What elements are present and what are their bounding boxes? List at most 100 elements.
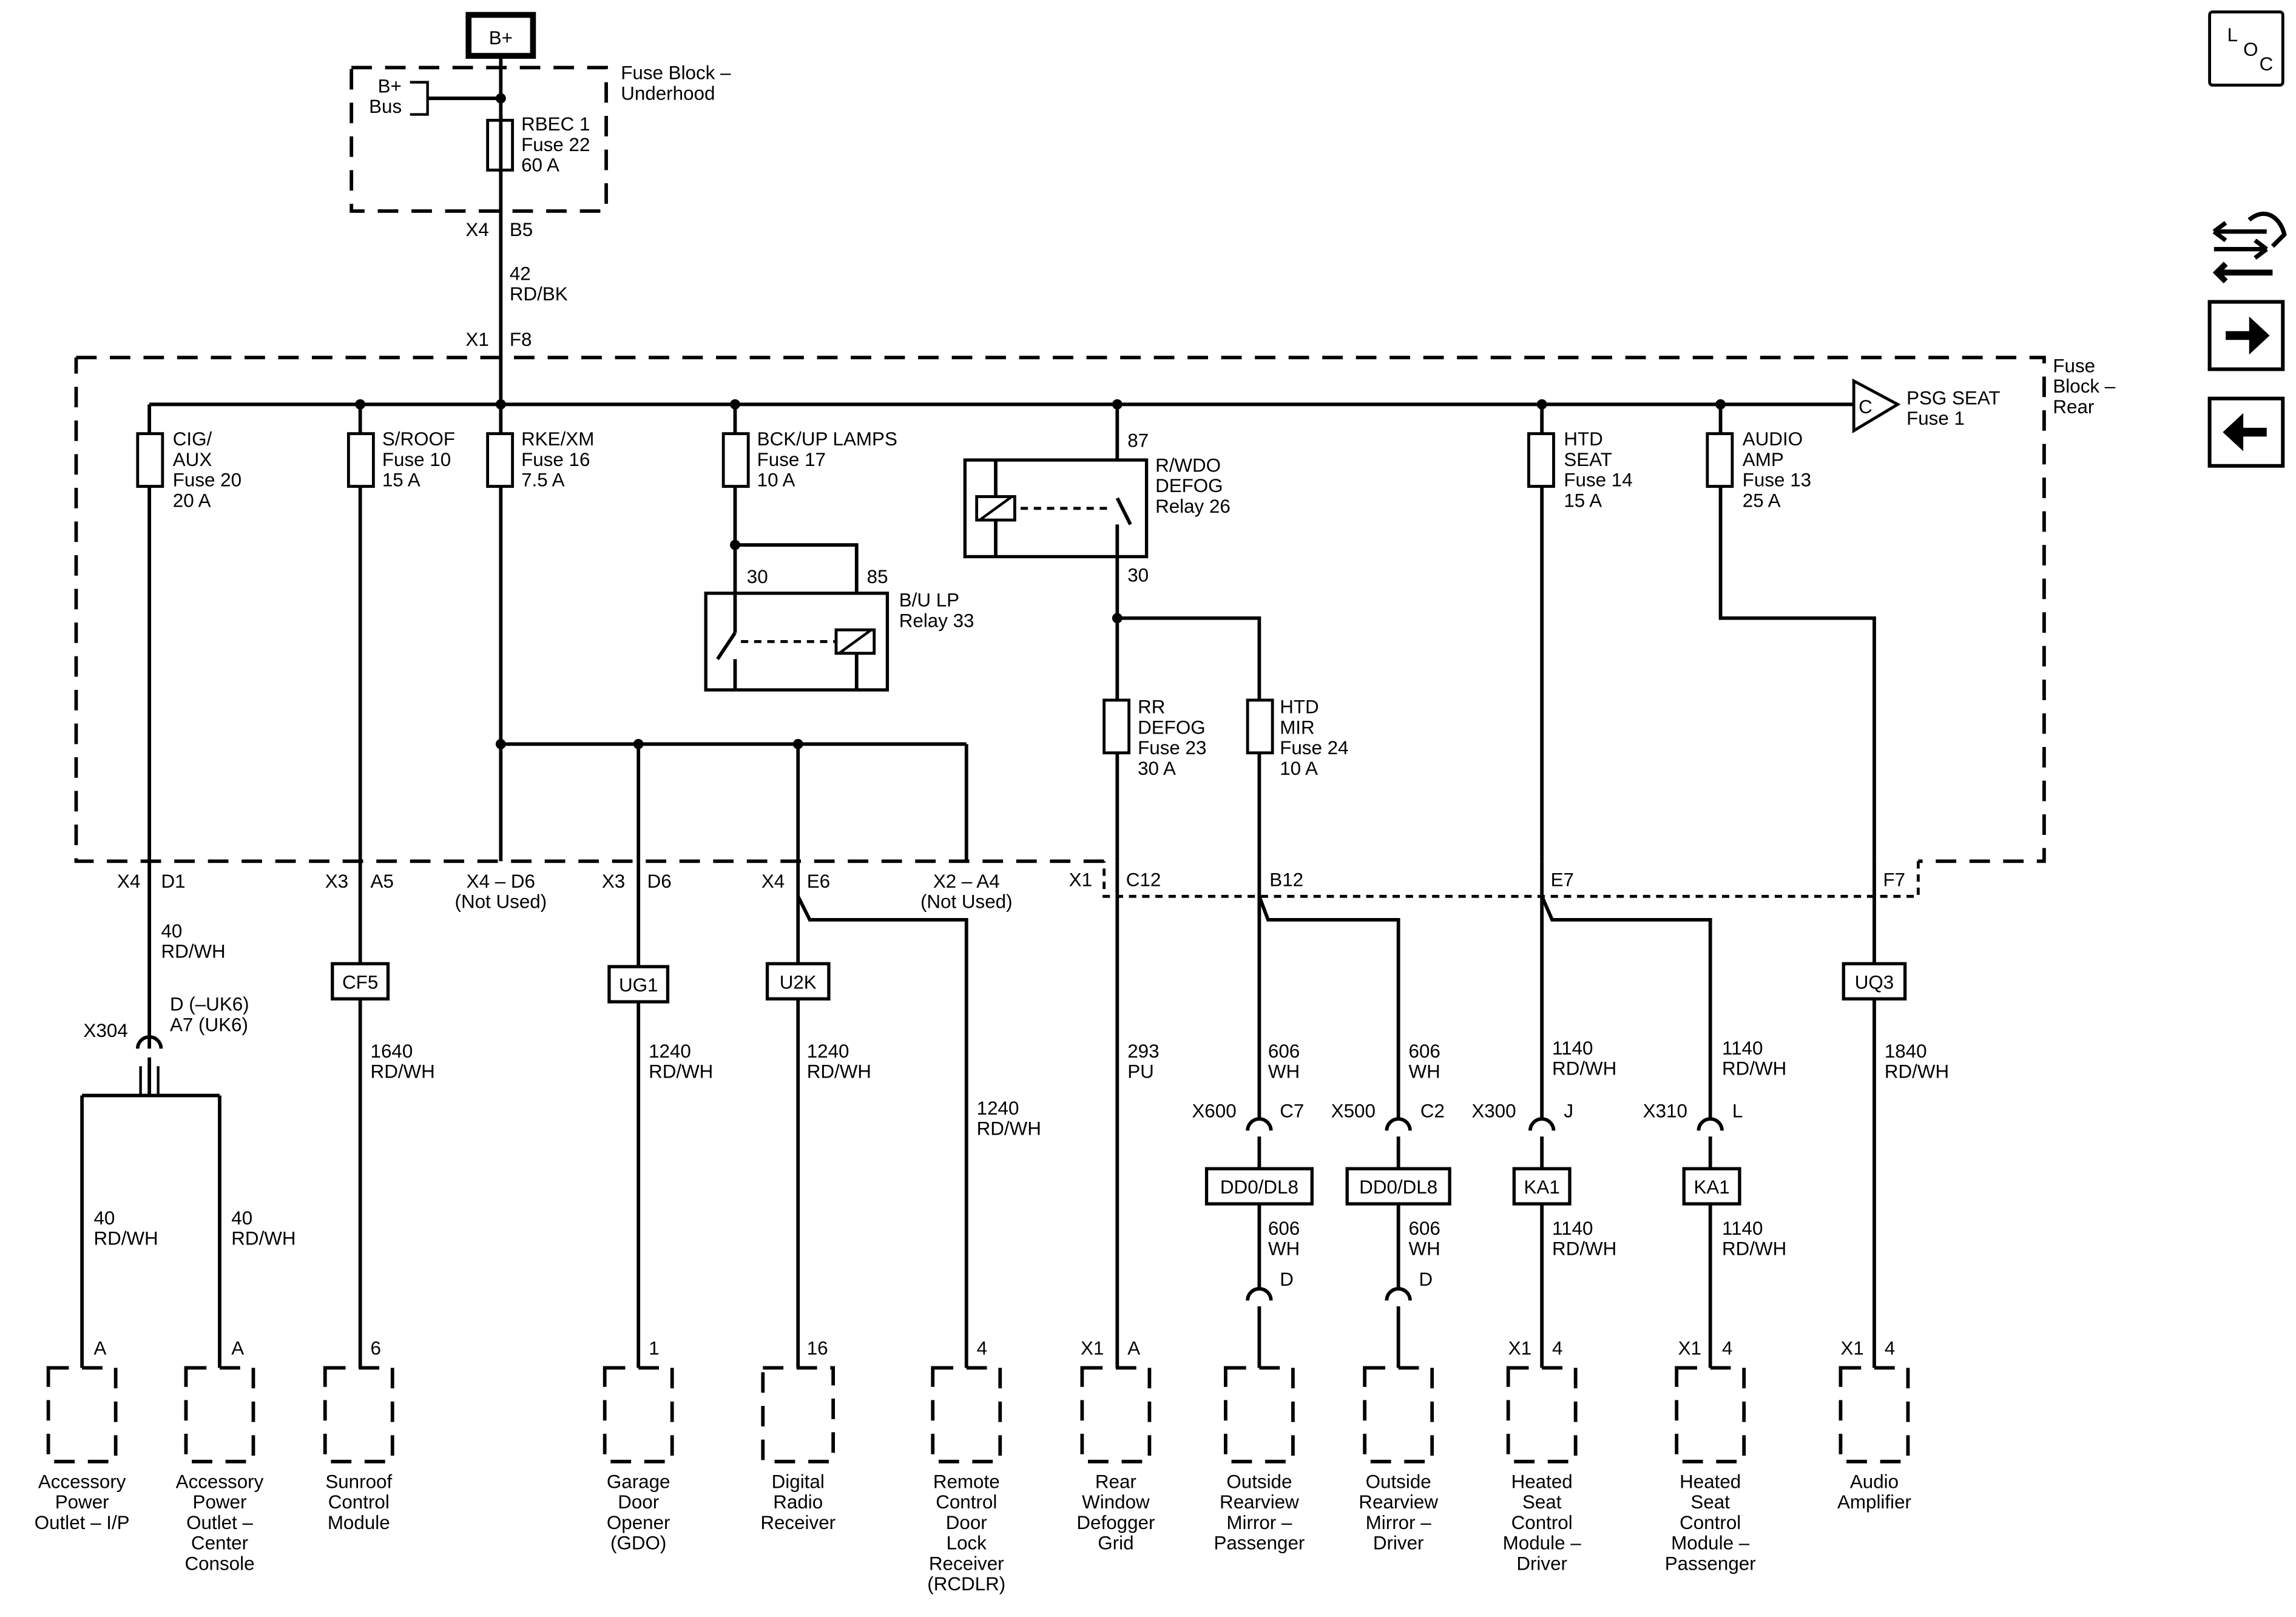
wire-1140-p-num: 1140 xyxy=(1722,1038,1763,1059)
rear-fuse-block xyxy=(76,356,2046,863)
next-page-button[interactable] xyxy=(2207,300,2285,371)
fuse-rrdefog-4: 30 A xyxy=(1138,758,1176,779)
bulp-coil-mark xyxy=(838,629,873,655)
loc-o: O xyxy=(2243,39,2258,60)
arrow-right-icon xyxy=(2226,316,2270,355)
fuse-rrdefog-2: DEFOG xyxy=(1138,717,1206,738)
sunroof-l3: Module xyxy=(328,1512,390,1533)
mirror-driver-l3: Mirror – xyxy=(1366,1512,1432,1533)
x304-pin-1: D (–UK6) xyxy=(170,994,249,1015)
wire-1140-p2-num: 1140 xyxy=(1722,1218,1763,1239)
bc-e7: E7 xyxy=(1551,869,1574,890)
pin-amp: 4 xyxy=(1885,1338,1895,1359)
comp-box-sunroof xyxy=(323,1366,394,1463)
fuse-audio-3: Fuse 13 xyxy=(1743,470,1811,491)
rcdlr-l6: (RCDLR) xyxy=(927,1573,1005,1595)
wire-40-num: 40 xyxy=(161,920,182,942)
outlet-cc-l3: Outlet – xyxy=(186,1512,253,1533)
bulp-label-2: Relay 33 xyxy=(899,610,974,631)
bc-x4-d6-a: X4 – D6 xyxy=(467,871,535,892)
outlet-ip-l2: Power xyxy=(55,1491,109,1513)
mirror-pass-d-connector xyxy=(1246,1287,1273,1301)
audio-amp-wire xyxy=(1718,404,1876,862)
seat-pass-l1: Heated xyxy=(1680,1471,1741,1492)
loc-button[interactable]: L O C xyxy=(2208,10,2284,87)
rear-fuse-block-left xyxy=(74,357,1104,863)
rbec1-label-3: 60 A xyxy=(521,155,559,176)
wire-606-d2-num: 606 xyxy=(1409,1218,1440,1239)
wire-1140-p2-col: RD/WH xyxy=(1722,1238,1786,1260)
wire-1140-d2-col: RD/WH xyxy=(1552,1238,1616,1260)
bc-x3-d6-b: D6 xyxy=(647,871,672,892)
radio-l3: Receiver xyxy=(760,1512,836,1533)
bulp-pin-30: 30 xyxy=(747,566,768,587)
conn-x1: X1 xyxy=(465,329,488,350)
bc-x3-d6-a: X3 xyxy=(602,871,625,892)
label-outlet-ip: Accessory Power Outlet – I/P xyxy=(35,1471,130,1533)
fuse-rr-defog xyxy=(1102,698,1131,755)
rcdlr-l1: Remote xyxy=(933,1471,1000,1492)
pin-outlet-ip: A xyxy=(93,1338,106,1359)
fuse-cig-2: AUX xyxy=(173,449,212,470)
pin-radio: 16 xyxy=(807,1338,828,1359)
x600-label: X600 xyxy=(1192,1101,1236,1122)
seat-driver-l1: Heated xyxy=(1511,1471,1573,1492)
x300-pin: J xyxy=(1564,1101,1573,1122)
seat-pass-l2: Seat xyxy=(1690,1491,1730,1513)
option-cf5 xyxy=(331,962,390,1001)
underhood-block-label-1: Fuse Block – xyxy=(621,62,731,84)
sunroof-l1: Sunroof xyxy=(325,1471,392,1492)
arrow-left-icon xyxy=(2223,413,2267,451)
fuse-cig-4: 20 A xyxy=(173,490,211,511)
wire-40-cc-col: RD/WH xyxy=(231,1228,295,1249)
comp-box-seat-driver xyxy=(1506,1366,1578,1463)
seat-driver-l2: Seat xyxy=(1522,1491,1562,1513)
wire-1140-p-col: RD/WH xyxy=(1722,1058,1786,1079)
defog-switch-blade xyxy=(1115,497,1132,525)
pin-seat-p-conn: X1 xyxy=(1678,1338,1701,1359)
mirror-driver-l4: Driver xyxy=(1373,1533,1424,1554)
rbec1-label-2: Fuse 22 xyxy=(521,134,590,155)
underhood-fuse-block xyxy=(349,66,608,213)
option-u2k xyxy=(765,962,831,1001)
loc-l: L xyxy=(2227,24,2238,46)
fuse-rke-2: Fuse 16 xyxy=(521,449,590,470)
bc-b12: B12 xyxy=(1269,869,1303,890)
defogger-l4: Grid xyxy=(1098,1533,1133,1554)
x300-connector xyxy=(1528,1117,1556,1131)
bus-splice xyxy=(495,93,506,104)
label-gdo: Garage Door Opener (GDO) xyxy=(607,1471,670,1553)
rcdlr-l4: Lock xyxy=(947,1533,987,1554)
option-ka1-driver-label: KA1 xyxy=(1524,1176,1560,1198)
fuse-rrdefog-1: RR xyxy=(1138,697,1165,718)
previous-page-button[interactable] xyxy=(2207,396,2285,468)
pin-seat-p: 4 xyxy=(1722,1338,1732,1359)
rke-splice-3 xyxy=(792,738,803,749)
option-ka1-pass xyxy=(1682,1167,1741,1206)
mirror-pass-l3: Mirror – xyxy=(1226,1512,1292,1533)
option-u2k-label: U2K xyxy=(780,971,817,993)
radio-l1: Digital xyxy=(772,1471,825,1492)
rke-splice-1 xyxy=(495,738,506,749)
defog-pin-30: 30 xyxy=(1127,564,1149,586)
label-amp: Audio Amplifier xyxy=(1837,1471,1911,1513)
gdo-l2: Door xyxy=(618,1491,659,1513)
vehicle-service-icon[interactable] xyxy=(2212,211,2287,284)
x500-label: X500 xyxy=(1331,1101,1376,1122)
wire-1240-rcdlr-num: 1240 xyxy=(977,1098,1019,1119)
conn-f8: F8 xyxy=(510,329,532,350)
option-ka1-driver xyxy=(1512,1167,1572,1206)
bulp-label-1: B/U LP xyxy=(899,589,959,610)
fuse-sroof-2: Fuse 10 xyxy=(382,449,451,470)
pin-outlet-cc: A xyxy=(231,1338,244,1359)
bc-x3-a5-a: X3 xyxy=(325,871,348,892)
fuse-rke-xm xyxy=(486,432,515,488)
radio-l2: Radio xyxy=(773,1491,823,1513)
bus-label-2: Bus xyxy=(369,96,402,117)
comp-box-seat-pass xyxy=(1675,1366,1746,1463)
battery-positive-label: B+ xyxy=(489,27,513,49)
bus-bracket xyxy=(410,81,429,116)
mirror-pass-l1: Outside xyxy=(1226,1471,1292,1492)
fuse-htdmir-3: Fuse 24 xyxy=(1280,737,1348,758)
